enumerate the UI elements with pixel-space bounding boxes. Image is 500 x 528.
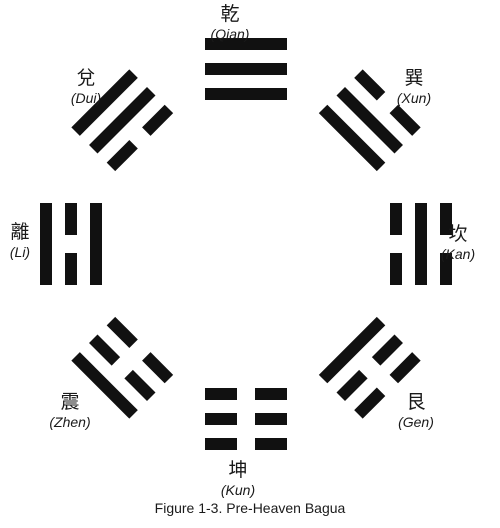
trigram-hanzi-gen: 艮 bbox=[406, 391, 426, 413]
figure-caption: Figure 1-3. Pre-Heaven Bagua bbox=[154, 500, 346, 516]
trigram-pinyin-li: (Li) bbox=[9, 243, 31, 260]
trigram-kun-line-3-right bbox=[205, 438, 237, 450]
trigram-gen-line-2-left bbox=[371, 334, 403, 366]
trigram-li-line-2-right bbox=[65, 203, 77, 235]
trigram-gen bbox=[318, 316, 421, 419]
trigram-li bbox=[40, 203, 102, 285]
trigram-xun-line-3-right bbox=[389, 104, 421, 136]
trigram-qian-line-2 bbox=[205, 63, 287, 75]
trigram-dui-line-2 bbox=[89, 87, 156, 154]
trigram-gen-line-2-right bbox=[336, 369, 368, 401]
trigram-hanzi-qian: 乾 bbox=[220, 3, 240, 25]
trigram-hanzi-li: 離 bbox=[10, 221, 30, 243]
trigram-hanzi-xun: 巽 bbox=[404, 67, 424, 89]
trigram-kan-line-1-left bbox=[390, 203, 402, 235]
trigram-pinyin-xun: (Xun) bbox=[396, 89, 432, 106]
trigram-pinyin-kun: (Kun) bbox=[220, 481, 256, 498]
trigram-label-gen: 艮 (Gen) bbox=[386, 391, 446, 430]
trigram-pinyin-dui: (Dui) bbox=[70, 89, 102, 106]
trigram-pinyin-gen: (Gen) bbox=[398, 413, 434, 430]
trigram-kan-line-3-right bbox=[440, 253, 452, 285]
trigram-hanzi-zhen: 震 bbox=[60, 391, 80, 413]
trigram-zhen-line-2-right bbox=[89, 334, 121, 366]
trigram-gen-line-3-right bbox=[354, 387, 386, 419]
trigram-li-line-1 bbox=[90, 203, 102, 285]
trigram-qian-line-1 bbox=[205, 88, 287, 100]
trigram-pinyin-kan: (Kan) bbox=[440, 245, 476, 262]
trigram-dui-line-1-right bbox=[142, 104, 174, 136]
trigram-label-kan: 坎 (Kan) bbox=[428, 223, 488, 262]
trigram-label-zhen: 震 (Zhen) bbox=[38, 391, 102, 430]
trigram-xun-line-1 bbox=[318, 104, 386, 172]
trigram-hanzi-kan: 坎 bbox=[448, 223, 468, 245]
trigram-hanzi-dui: 兌 bbox=[76, 67, 96, 89]
trigram-kun-line-2-right bbox=[205, 413, 237, 425]
trigram-kun bbox=[205, 388, 287, 450]
trigram-kan-line-1-right bbox=[390, 253, 402, 285]
trigram-label-kun: 坤 (Kun) bbox=[208, 459, 268, 498]
trigram-kun-line-2-left bbox=[255, 413, 287, 425]
trigram-pinyin-zhen: (Zhen) bbox=[49, 413, 91, 430]
trigram-label-dui: 兌 (Dui) bbox=[56, 67, 116, 106]
trigram-kun-line-3-left bbox=[255, 438, 287, 450]
bagua-trigram-ring bbox=[40, 38, 452, 450]
trigram-kan-line-2 bbox=[415, 203, 427, 285]
trigram-hanzi-kun: 坤 bbox=[228, 459, 248, 481]
trigram-kun-line-1-right bbox=[205, 388, 237, 400]
trigram-li-line-2-left bbox=[65, 253, 77, 285]
trigram-gen-line-1 bbox=[318, 316, 386, 384]
trigram-zhen bbox=[71, 316, 174, 419]
trigram-dui bbox=[71, 69, 174, 172]
trigram-kan bbox=[390, 203, 452, 285]
trigram-zhen-line-3 bbox=[71, 352, 138, 419]
trigram-qian bbox=[205, 38, 287, 100]
trigram-kan-line-3-left bbox=[440, 203, 452, 235]
trigram-zhen-line-2-left bbox=[124, 369, 156, 401]
trigram-zhen-line-1-right bbox=[106, 316, 138, 348]
trigram-pinyin-qian: (Qian) bbox=[210, 25, 250, 42]
trigram-gen-line-3-left bbox=[389, 352, 421, 384]
trigram-label-li: 離 (Li) bbox=[0, 221, 40, 260]
trigram-qian-line-3 bbox=[205, 38, 287, 50]
trigram-dui-line-3 bbox=[71, 69, 138, 136]
trigram-xun bbox=[318, 69, 421, 172]
trigram-dui-line-1-left bbox=[106, 140, 138, 172]
trigram-xun-line-2 bbox=[336, 87, 403, 154]
trigram-label-qian: 乾 (Qian) bbox=[200, 3, 260, 42]
trigram-kun-line-1-left bbox=[255, 388, 287, 400]
trigram-xun-line-3-left bbox=[354, 69, 386, 101]
trigram-li-line-3 bbox=[40, 203, 52, 285]
trigram-zhen-line-1-left bbox=[142, 352, 174, 384]
trigram-label-xun: 巽 (Xun) bbox=[384, 67, 444, 106]
